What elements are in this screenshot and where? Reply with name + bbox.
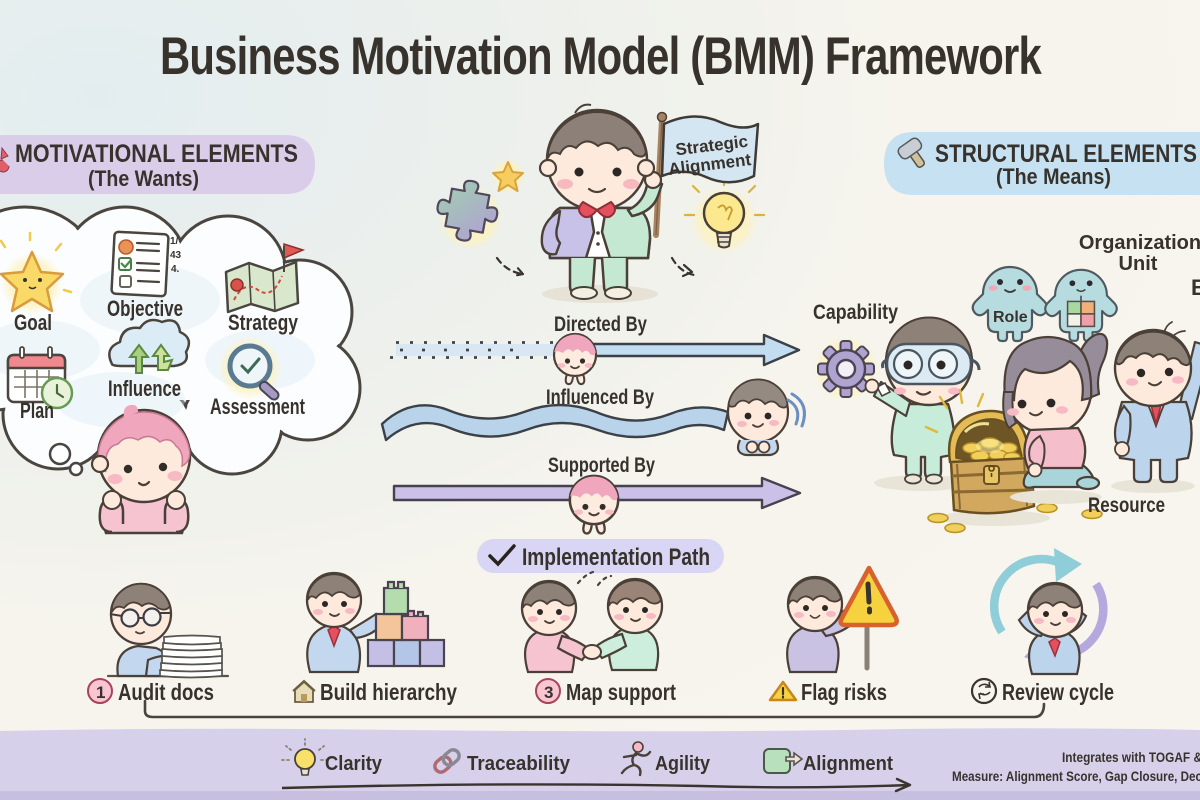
svg-text:Bu: Bu (1191, 275, 1200, 300)
svg-text:(The Wants): (The Wants) (88, 166, 199, 191)
svg-text:Plan: Plan (20, 398, 54, 423)
svg-text:Role: Role (993, 309, 1028, 326)
svg-text:Review cycle: Review cycle (1002, 679, 1114, 705)
svg-text:Audit docs: Audit docs (118, 679, 214, 705)
svg-text:Agility: Agility (655, 753, 711, 775)
svg-text:1/: 1/ (170, 236, 179, 247)
svg-text:Directed By: Directed By (554, 313, 647, 336)
svg-text:Measure: Alignment Score, Gap: Measure: Alignment Score, Gap Closure, D… (952, 769, 1200, 784)
svg-text:Business Motivation Model (BMM: Business Motivation Model (BMM) Framewor… (160, 27, 1042, 86)
svg-text:Supported By: Supported By (548, 454, 655, 477)
svg-text:Strategy: Strategy (228, 310, 299, 335)
svg-text:1: 1 (96, 683, 105, 702)
svg-text:Goal: Goal (14, 310, 52, 335)
svg-text:MOTIVATIONAL ELEMENTS: MOTIVATIONAL ELEMENTS (15, 140, 298, 168)
svg-text:3: 3 (544, 683, 553, 702)
svg-text:Unit: Unit (1119, 253, 1158, 275)
svg-text:Flag risks: Flag risks (801, 679, 887, 705)
svg-text:(The Means): (The Means) (996, 164, 1111, 189)
svg-text:Influenced By: Influenced By (546, 386, 654, 409)
svg-text:Resource: Resource (1088, 494, 1165, 517)
svg-text:Capability: Capability (813, 301, 898, 324)
svg-text:Clarity: Clarity (325, 753, 383, 775)
svg-text:4.: 4. (171, 264, 180, 275)
svg-text:STRUCTURAL ELEMENTS: STRUCTURAL ELEMENTS (935, 140, 1197, 168)
svg-text:Assessment: Assessment (210, 394, 305, 419)
svg-text:Traceability: Traceability (467, 753, 571, 775)
svg-text:Implementation Path: Implementation Path (522, 544, 710, 571)
svg-text:Organization: Organization (1079, 232, 1200, 254)
svg-text:Build hierarchy: Build hierarchy (320, 679, 457, 705)
svg-text:43: 43 (170, 250, 182, 261)
svg-text:Integrates with TOGAF &: Integrates with TOGAF & (1062, 750, 1200, 765)
svg-text:Alignment: Alignment (803, 753, 893, 775)
svg-text:Map support: Map support (566, 679, 676, 705)
svg-text:Influence: Influence (108, 376, 181, 401)
svg-text:Objective: Objective (107, 296, 183, 321)
